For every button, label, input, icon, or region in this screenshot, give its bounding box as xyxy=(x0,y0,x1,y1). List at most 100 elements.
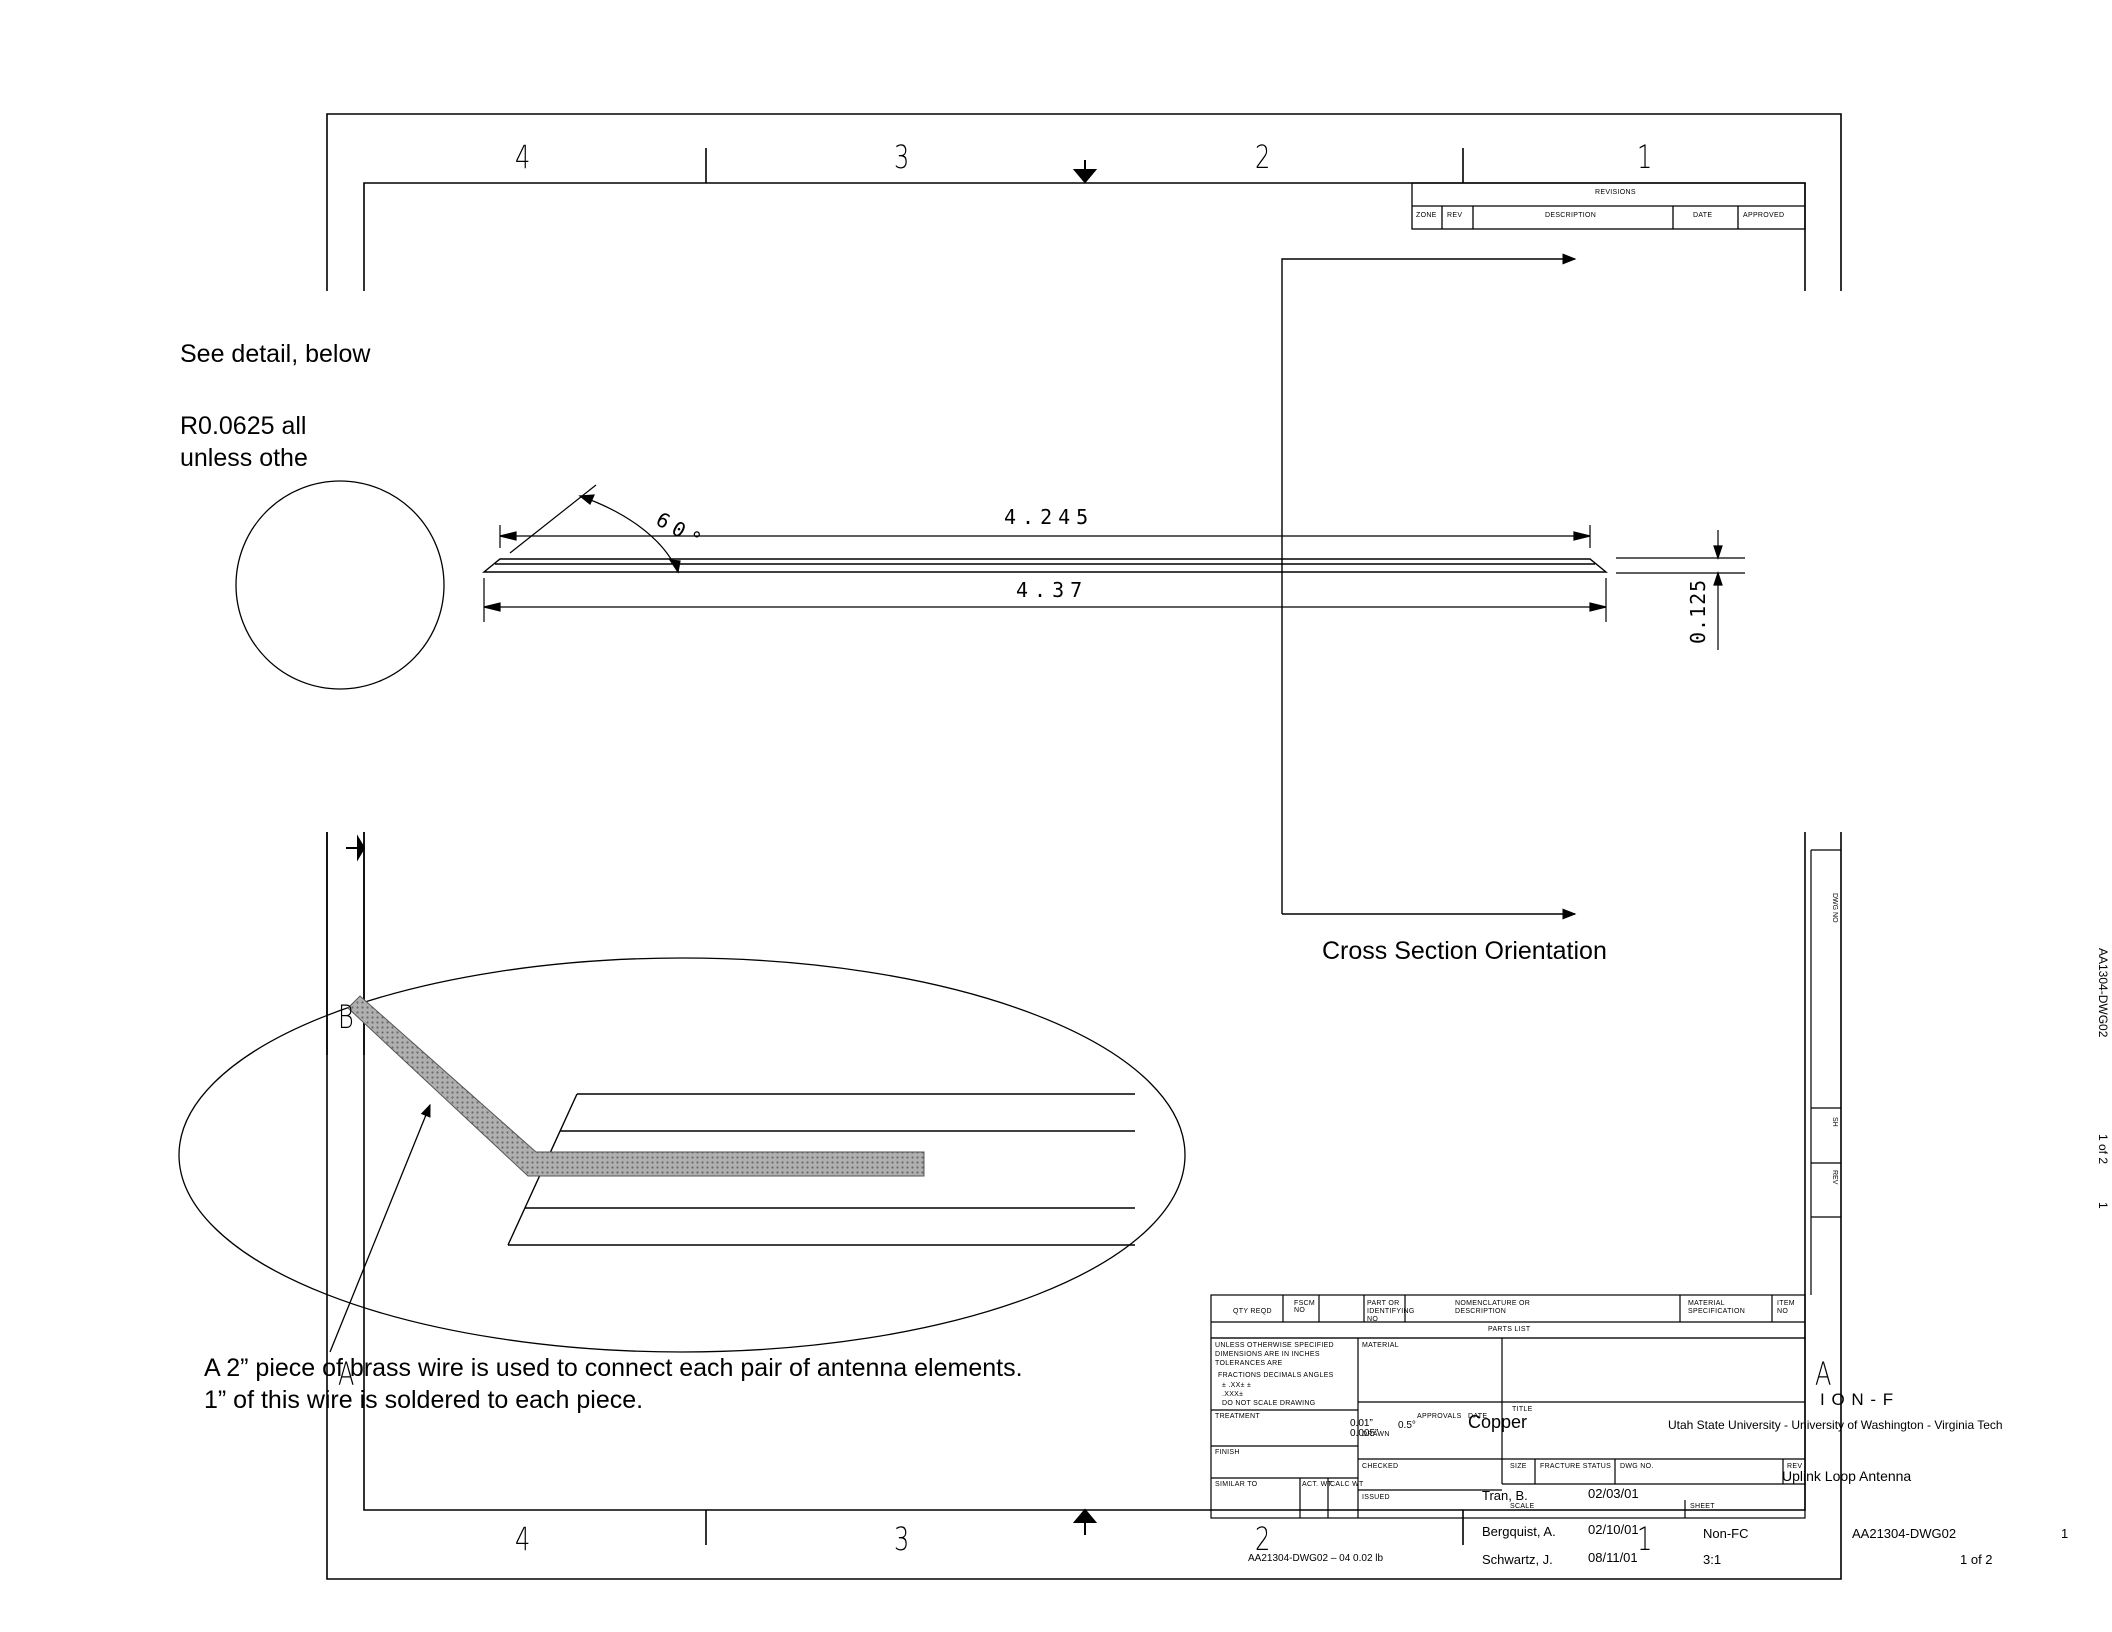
tolerance-angle: 0.5° xyxy=(1398,1420,1416,1431)
tolerance-decimal: 0.01” xyxy=(1350,1418,1373,1429)
drawn-label: DRAWN xyxy=(1362,1431,1390,1438)
center-marker-top xyxy=(1072,160,1098,184)
size-label: SIZE xyxy=(1510,1463,1527,1470)
tolerance-line1: UNLESS OTHERWISE SPECIFIED xyxy=(1215,1342,1334,1349)
checked-label: CHECKED xyxy=(1362,1463,1399,1470)
outer-border xyxy=(326,113,1842,291)
act-wt-label: ACT. WT. xyxy=(1302,1481,1334,1488)
revisions-col-date: DATE xyxy=(1693,212,1713,219)
dwg-no-value: AA21304-DWG02 xyxy=(1852,1526,1957,1541)
side-sh-label: SH xyxy=(1831,1117,1838,1127)
rev-value: 1 xyxy=(2061,1526,2069,1541)
wire-note-line1: A 2” piece of brass wire is used to conn… xyxy=(204,1354,1023,1382)
see-detail-note: See detail, below xyxy=(180,340,371,368)
inner-frame xyxy=(363,182,1806,291)
tolerance-line7: DO NOT SCALE DRAWING xyxy=(1222,1400,1316,1407)
zone-label-right-a: A xyxy=(1815,1355,1832,1393)
revisions-col-rev: REV xyxy=(1447,212,1463,219)
wire-note-line2: 1” of this wire is soldered to each piec… xyxy=(204,1386,644,1414)
side-dwg-no: AA1304-DWG02 xyxy=(2096,948,2110,1038)
radius-note-line1: R0.0625 all xyxy=(180,412,307,440)
cross-section-label: Cross Section Orientation xyxy=(1322,937,1607,965)
tolerance-line4: FRACTIONS DECIMALS ANGLES xyxy=(1218,1372,1334,1379)
dim-thickness: 0.125 xyxy=(1686,578,1710,644)
approvals-label: APPROVALS xyxy=(1417,1413,1462,1420)
tolerance-line6: .XXX± xyxy=(1222,1391,1244,1398)
similar-to-label: SIMILAR TO xyxy=(1215,1481,1258,1488)
scale-label: SCALE xyxy=(1510,1503,1535,1510)
outer-border-lower xyxy=(326,832,1842,1580)
organization: Utah State University - University of Wa… xyxy=(1668,1418,2003,1432)
parts-col-part: PART OR IDENTIFYING NO xyxy=(1367,1300,1415,1323)
drawn-date: 02/03/01 xyxy=(1588,1486,1639,1501)
sheet-label: SHEET xyxy=(1690,1503,1715,1510)
fracture-status-value: Non-FC xyxy=(1703,1526,1749,1541)
center-marker-left xyxy=(346,834,366,862)
tolerance-line3: TOLERANCES ARE xyxy=(1215,1360,1283,1367)
sheet-value: 1 of 2 xyxy=(1960,1552,1993,1567)
cross-section-bracket xyxy=(1281,253,1577,920)
finish-label: FINISH xyxy=(1215,1449,1240,1456)
tolerance-decimal-fine: 0.005” xyxy=(1350,1428,1379,1439)
detail-circle xyxy=(235,480,445,690)
side-rev: 1 xyxy=(2096,1202,2110,1209)
parts-list-title: PARTS LIST xyxy=(1488,1326,1531,1333)
organization-partial: I O N - F xyxy=(1820,1390,1895,1409)
treatment-label: TREATMENT xyxy=(1215,1413,1260,1420)
checked-date: 02/10/01 xyxy=(1588,1522,1639,1537)
brass-wire xyxy=(347,995,925,1177)
scale-value: 3:1 xyxy=(1703,1552,1722,1567)
parts-col-item: ITEM NO xyxy=(1777,1300,1795,1315)
dim-inner-length: 4.245 xyxy=(1004,505,1095,529)
tolerance-line5: ± .XX± ± xyxy=(1222,1382,1252,1389)
antenna-element xyxy=(482,558,1608,573)
title-block-grid xyxy=(1210,1337,1806,1519)
zone-label-bottom-1: 1 xyxy=(1637,1520,1653,1558)
zone-label-bottom-2: 2 xyxy=(1255,1520,1271,1558)
dim-overall-length: 4.37 xyxy=(1016,578,1089,602)
zone-label-left-b: B xyxy=(338,998,354,1036)
zone-label-top-4: 4 xyxy=(515,138,531,176)
calc-wt-label: CALC WT xyxy=(1330,1481,1364,1488)
revisions-col-approved: APPROVED xyxy=(1743,212,1785,219)
zone-label-bottom-3: 3 xyxy=(894,1520,910,1558)
issued-label: ISSUED xyxy=(1362,1494,1390,1501)
parts-col-fscm: FSCM NO xyxy=(1294,1300,1316,1314)
weight-reference: AA21304-DWG02 – 04 0.02 lb xyxy=(1248,1553,1384,1564)
dimension-lines xyxy=(483,484,1745,650)
revisions-title: REVISIONS xyxy=(1595,189,1636,196)
zone-label-top-2: 2 xyxy=(1255,138,1271,176)
zone-label-bottom-4: 4 xyxy=(515,1520,531,1558)
zone-label-left-a: A xyxy=(338,1355,355,1393)
material-value: Copper xyxy=(1468,1412,1528,1432)
side-dwg-no-label: DWG NO xyxy=(1831,893,1838,923)
drawn-by: Tran, B. xyxy=(1482,1488,1528,1503)
parts-col-qty: QTY REQD xyxy=(1233,1308,1272,1315)
date-label: DATE xyxy=(1468,1413,1488,1420)
zone-label-top-3: 3 xyxy=(894,138,910,176)
wire-leader xyxy=(329,1103,431,1353)
material-label: MATERIAL xyxy=(1362,1342,1399,1349)
drawing-title: Uplink Loop Antenna xyxy=(1782,1468,1912,1484)
radius-note-line2: unless othe xyxy=(180,444,308,472)
side-strip xyxy=(1810,849,1841,1295)
issued-by: Schwartz, J. xyxy=(1482,1552,1553,1567)
center-marker-bottom xyxy=(1072,1508,1098,1535)
parts-col-material: MATERIAL SPECIFICATION xyxy=(1688,1300,1746,1315)
dwg-no-label: DWG NO. xyxy=(1620,1463,1654,1470)
parts-col-nomenclature: NOMENCLATURE OR DESCRIPTION xyxy=(1455,1300,1531,1315)
side-rev-label: REV xyxy=(1831,1170,1838,1185)
title-label: TITLE xyxy=(1512,1406,1533,1413)
fracture-status-label: FRACTURE STATUS xyxy=(1540,1463,1612,1470)
zone-label-top-1: 1 xyxy=(1637,138,1653,176)
tolerance-line2: DIMENSIONS ARE IN INCHES xyxy=(1215,1351,1320,1358)
revisions-col-description: DESCRIPTION xyxy=(1545,212,1597,219)
issued-date: 08/11/01 xyxy=(1588,1550,1638,1565)
checked-by: Bergquist, A. xyxy=(1482,1524,1556,1539)
revisions-col-zone: ZONE xyxy=(1416,212,1437,219)
revisions-block xyxy=(1411,182,1806,230)
detail-ellipse xyxy=(178,957,1186,1353)
side-sheet: 1 of 2 xyxy=(2096,1134,2110,1165)
rev-label: REV xyxy=(1787,1463,1803,1470)
